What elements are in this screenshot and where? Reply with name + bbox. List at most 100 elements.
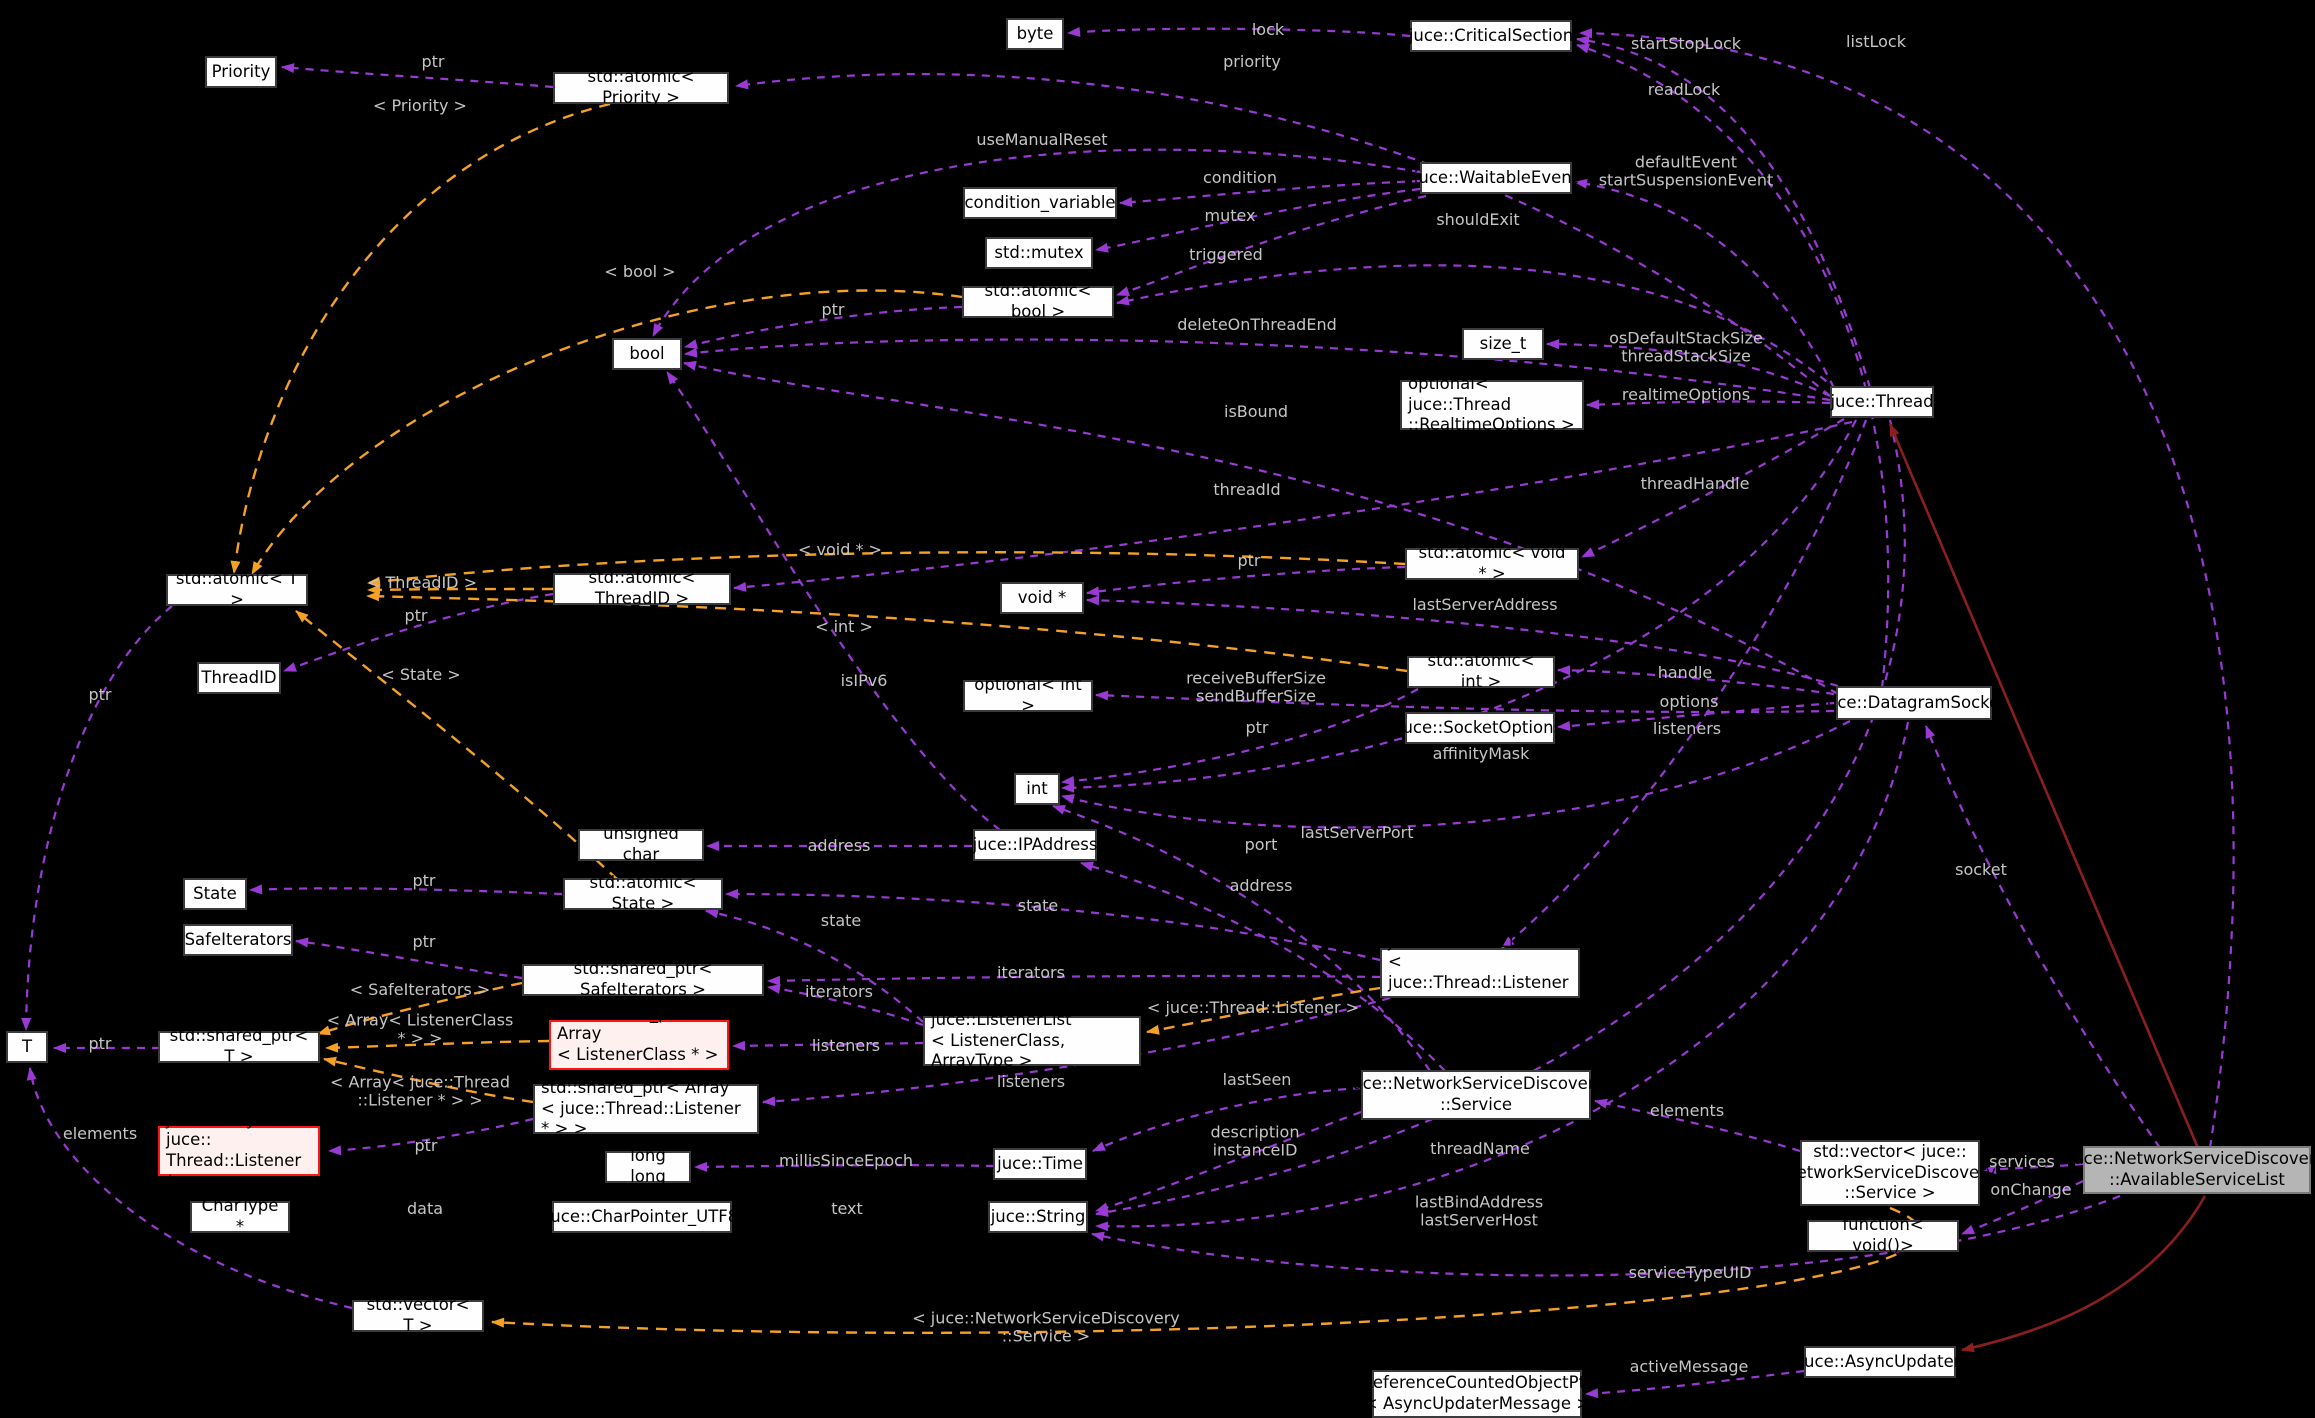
edge-label-deleteOnThreadEnd: deleteOnThreadEnd — [1177, 314, 1337, 334]
edge-threadName — [1095, 419, 1906, 1217]
edge-label-osDefaultStackSize: osDefaultStackSize threadStackSize — [1609, 328, 1763, 366]
edge-label-ptr-array: ptr — [414, 1135, 438, 1155]
edge-condition — [1119, 179, 1421, 208]
node-juce-thread[interactable]: juce::Thread — [1830, 386, 1934, 418]
node-std-atomic-threadid: std::atomic< ThreadID > — [553, 568, 731, 608]
edge-label-tmpl-state: < State > — [381, 664, 461, 684]
node-juce-listenerlist-thread-listener[interactable]: juce::ListenerList < juce::Thread::Liste… — [1380, 932, 1580, 1013]
edge-label-lastServerPort: lastServerPort — [1300, 822, 1414, 842]
edge-inherit-thread — [1888, 423, 2200, 1149]
node-std-mutex: std::mutex — [985, 237, 1093, 269]
node-juce-array-thread-listener[interactable]: juce::Array< juce:: Thread::Listener * > — [158, 1110, 320, 1191]
node-priority-type: Priority — [205, 56, 277, 88]
node-std-atomic-int: std::atomic< int > — [1407, 651, 1555, 691]
node-juce-listenerlist-listenerclass[interactable]: juce::ListenerList < ListenerClass, Arra… — [923, 1010, 1141, 1070]
edge-tmpl-voidp — [367, 551, 1406, 587]
edge-label-triggered: triggered — [1189, 244, 1263, 264]
edge-isBound — [683, 360, 1839, 695]
edge-threadId — [733, 420, 1853, 592]
node-std-shared-ptr-array-listenerclass: std::shared_ptr< Array < ListenerClass *… — [549, 1004, 729, 1085]
node-juce-ipaddress[interactable]: juce::IPAddress — [973, 829, 1097, 861]
node-juce-datagramsocket[interactable]: juce::DatagramSocket — [1822, 686, 2006, 720]
edge-label-isBound: isBound — [1224, 401, 1288, 421]
edge-tmpl-state — [295, 610, 619, 881]
edge-lastBindAddress — [1095, 721, 1910, 1232]
edge-address-service — [1080, 861, 1446, 1072]
edge-tmpl-int — [366, 591, 1408, 673]
node-std-shared-ptr-safeiterators: std::shared_ptr< SafeIterators > — [522, 959, 764, 999]
edge-label-iterators-ll: iterators — [997, 962, 1065, 982]
edge-iterators-ll2 — [767, 984, 924, 1027]
node-juce-charpointer-utf8[interactable]: juce::CharPointer_UTF8 — [546, 1201, 738, 1233]
node-referencecountedobjectptr-asyncupdatermessage: ReferenceCountedObjectPtr < AsyncUpdater… — [1362, 1370, 1592, 1418]
node-juce-socketoptions[interactable]: juce::SocketOptions — [1398, 712, 1562, 744]
node-int: int — [1014, 773, 1060, 805]
edge-label-isIPv6: isIPv6 — [840, 670, 888, 690]
edge-label-condition: condition — [1203, 167, 1277, 187]
edge-handle — [1557, 665, 1835, 696]
edge-label-ptr-state: ptr — [412, 870, 436, 890]
edge-state-ll2 — [705, 908, 924, 1023]
edge-lock — [1067, 26, 1411, 38]
edge-deleteOnThreadEnd — [684, 338, 1831, 402]
node-bool: bool — [612, 338, 682, 370]
edge-tmpl-safeiter — [317, 981, 523, 1036]
edge-ptr-bool — [684, 305, 963, 349]
edge-label-tmpl-safeiter: < SafeIterators > — [349, 979, 491, 999]
node-state: State — [183, 878, 247, 910]
edge-label-ptr-threadid: ptr — [404, 605, 428, 625]
edge-ptr-threadid — [283, 592, 554, 673]
edge-label-state-ll: state — [1017, 895, 1059, 915]
edge-label-elements-vector-t: elements — [62, 1123, 138, 1143]
node-juce-waitableevent[interactable]: juce::WaitableEvent — [1414, 162, 1578, 194]
edge-options — [1557, 701, 1835, 731]
node-juce-asyncupdater[interactable]: juce::AsyncUpdater — [1799, 1346, 1961, 1378]
node-std-atomic-t: std::atomic< T > — [166, 569, 308, 609]
edge-tmpl-vector-service — [491, 1206, 1923, 1334]
edge-ptr-array — [328, 1117, 534, 1156]
node-std-shared-ptr-array-thread-listener: std::shared_ptr< Array < juce::Thread::L… — [533, 1078, 759, 1138]
edge-label-priority: priority — [1223, 51, 1281, 71]
edge-label-tmpl-vector-service: < juce::NetworkServiceDiscovery ::Servic… — [912, 1308, 1180, 1346]
node-juce-string[interactable]: juce::String — [988, 1201, 1088, 1233]
edge-label-threadId: threadId — [1213, 479, 1281, 499]
edge-label-tmpl-bool: < bool > — [604, 261, 676, 281]
edge-lastServerPort — [1061, 720, 1851, 829]
node-juce-networkservicediscovery-service[interactable]: juce::NetworkServiceDiscovery ::Service — [1348, 1070, 1604, 1120]
edge-port — [1052, 804, 1431, 1072]
edge-label-ptr-t-sp: ptr — [88, 1033, 112, 1053]
edge-triggered — [1116, 194, 1427, 297]
node-void-ptr: void * — [1000, 582, 1084, 614]
edge-label-tmpl-priority: < Priority > — [373, 95, 467, 115]
edge-receiveBufferSize — [1095, 690, 1835, 714]
edge-realtimeOptions — [1586, 399, 1831, 410]
edge-label-defaultEvent: defaultEvent startSuspensionEvent — [1598, 152, 1774, 190]
edge-inherit-asyncupdater — [1961, 1195, 2207, 1353]
edge-activeMessage — [1585, 1369, 1805, 1399]
edge-label-tmpl-thread-listener: < juce::Thread::Listener > — [1146, 997, 1360, 1017]
edge-label-listeners-ll: listeners — [811, 1035, 881, 1055]
edge-label-threadName: threadName — [1430, 1138, 1530, 1158]
edge-useManualReset — [652, 148, 1421, 337]
edge-lastServerAddress — [1086, 595, 1839, 688]
edge-label-startStopLock: startStopLock — [1630, 33, 1742, 53]
edge-label-description: description instanceID — [1210, 1122, 1300, 1160]
edge-listLock — [1579, 28, 2235, 1149]
node-std-atomic-priority: std::atomic< Priority > — [553, 67, 729, 107]
edge-ptr-atomic-t — [21, 605, 173, 1031]
edge-label-options: options — [1659, 691, 1719, 711]
node-juce-time[interactable]: juce::Time — [993, 1148, 1087, 1180]
edge-label-ptr-safeiter: ptr — [412, 931, 436, 951]
edge-readLock — [1576, 43, 1890, 689]
edge-label-socket: socket — [1955, 859, 2007, 879]
edge-label-listeners-ll2: listeners — [996, 1071, 1066, 1091]
node-juce-criticalsection[interactable]: juce::CriticalSection — [1409, 20, 1573, 52]
edge-ptr-voidp — [1086, 565, 1406, 597]
edge-elements-service — [1594, 1098, 1801, 1153]
edge-label-millisSinceEpoch: millisSinceEpoch — [778, 1150, 914, 1170]
edge-listeners-ll — [732, 1040, 924, 1051]
edge-label-shouldExit: shouldExit — [1436, 209, 1520, 229]
edge-label-state-ll2: state — [820, 910, 862, 930]
edge-label-tmpl-voidp: < void * > — [798, 539, 882, 559]
